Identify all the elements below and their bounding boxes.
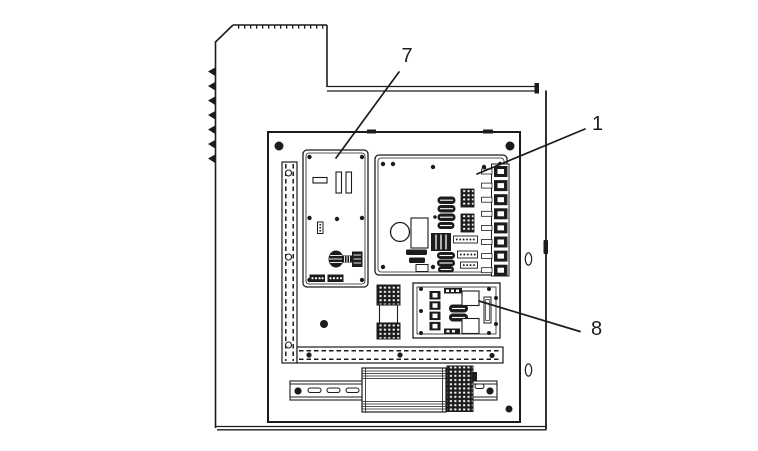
board-7-bottom-connectors — [309, 274, 344, 282]
board-8-left-connectors — [429, 291, 441, 331]
panel-top-tab-right — [483, 129, 493, 134]
board-1-relay-2 — [460, 213, 475, 233]
board-1-component-block — [410, 217, 429, 249]
board-1-small-block — [415, 264, 429, 272]
callout-label-8: 8 — [591, 318, 602, 340]
rail-screw-left — [294, 387, 302, 395]
duct-screws — [306, 352, 495, 359]
wiring-duct-horizontal — [296, 346, 504, 364]
callout-leader-7 — [335, 71, 400, 159]
board-1-capacitors — [431, 196, 456, 273]
oval-hole-lower — [524, 363, 533, 377]
board-8-right-connector — [483, 296, 492, 324]
right-side-wall — [524, 240, 548, 377]
board-8-screws — [419, 287, 498, 335]
board-7 — [302, 149, 369, 288]
wiring-duct-vertical — [281, 161, 298, 364]
top-edge-endcap — [534, 83, 539, 94]
board-1-bar-2 — [409, 257, 425, 263]
oval-hole-upper — [524, 252, 533, 266]
board-1 — [374, 154, 510, 277]
board-8 — [412, 282, 501, 339]
callout-label-7: 7 — [401, 45, 412, 67]
board-1-buzzer — [389, 221, 411, 243]
callout-leader-8 — [478, 300, 581, 333]
panel-top-tab-left — [367, 129, 376, 134]
board-8-bottom-strip — [444, 328, 460, 334]
board-8-relay-2 — [461, 317, 480, 335]
board-7-wire-harness — [328, 250, 363, 268]
board-7-vslot-2 — [345, 171, 353, 194]
callout-label-1: 1 — [592, 113, 603, 135]
enclosure-outline — [214, 24, 547, 431]
latch-mark — [543, 240, 548, 254]
power-supply — [361, 367, 447, 413]
board-8-top-strip — [444, 288, 462, 294]
panel-screws — [274, 141, 515, 413]
callout-leader-1 — [476, 128, 586, 175]
board-1-relay-1 — [460, 188, 475, 208]
board-7-header-connector — [317, 221, 324, 234]
callout-leaders — [335, 71, 586, 333]
board-1-bar-1 — [406, 249, 427, 255]
board-7-vslot-1 — [335, 171, 343, 194]
terminal-block — [446, 365, 477, 412]
vent-louvers — [208, 67, 216, 164]
board-8-relay-1 — [461, 290, 480, 307]
board-1-dip-strips — [453, 235, 478, 269]
board-7-hslot — [312, 176, 328, 184]
din-relay — [376, 284, 401, 340]
board-1-terminal-column — [481, 163, 510, 277]
rail-screw-right — [486, 387, 494, 395]
